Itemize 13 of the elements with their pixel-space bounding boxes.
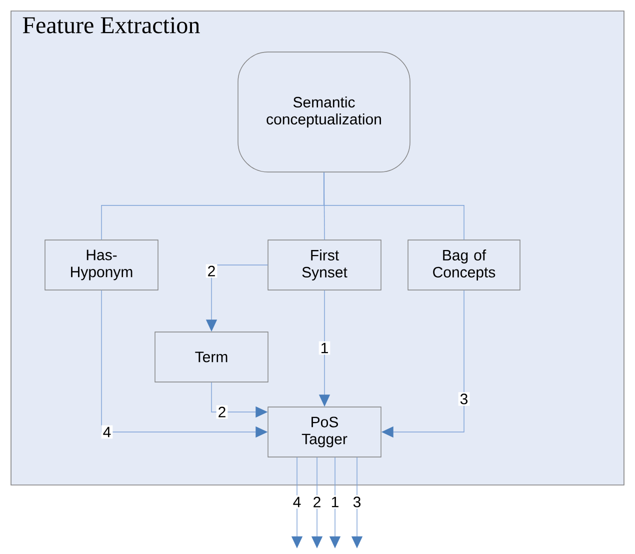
connector-line — [324, 172, 464, 240]
edge-label: 3 — [351, 495, 363, 509]
rounded-box: Semantic conceptualization — [238, 52, 410, 172]
process-box: First Synset — [268, 240, 382, 290]
edge-label: 4 — [291, 495, 303, 509]
edge-label: 1 — [329, 495, 341, 509]
edge-label: 2 — [311, 495, 323, 509]
edge-label: 3 — [458, 392, 470, 406]
process-box: Bag of Concepts — [408, 240, 520, 290]
process-box: Term — [154, 332, 268, 382]
panel-title: Feature Extraction — [22, 17, 200, 34]
process-box: Has-Hyponym — [44, 240, 158, 290]
process-box: PoS Tagger — [268, 406, 382, 458]
